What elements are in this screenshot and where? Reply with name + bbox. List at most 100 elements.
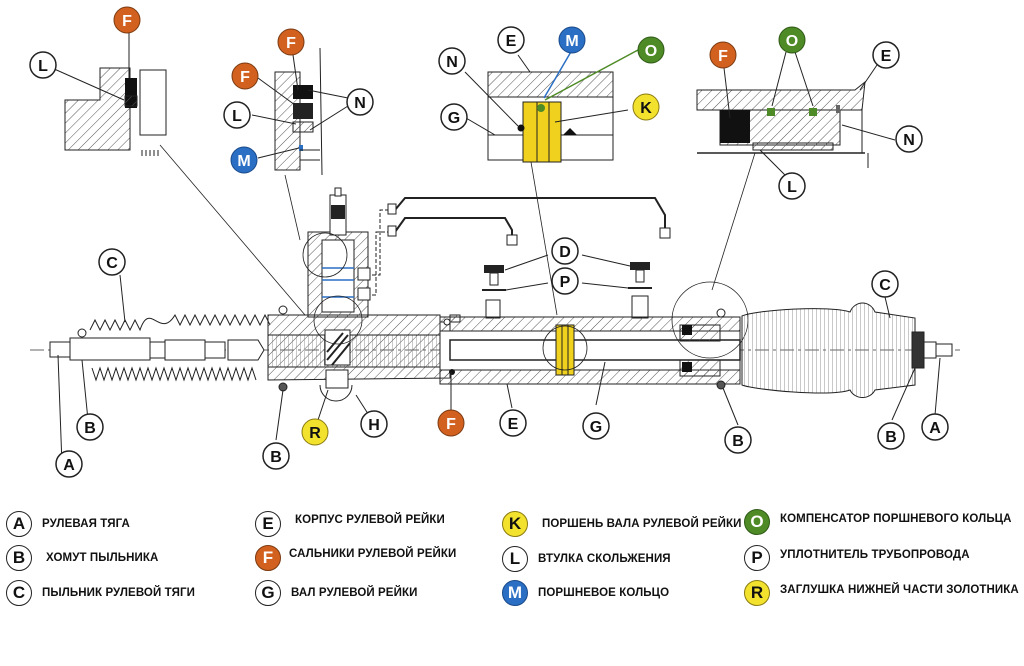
legend-item-k: K ПОРШЕНЬ ВАЛА РУЛЕВОЙ РЕЙКИ [502, 511, 742, 537]
legend-item-o: O КОМПЕНСАТОР ПОРШНЕВОГО КОЛЬЦА [744, 509, 1012, 535]
legend-label-f: САЛЬНИКИ РУЛЕВОЙ РЕЙКИ [289, 548, 457, 560]
svg-text:H: H [368, 417, 380, 434]
callout-A: A [921, 413, 949, 441]
legend-badge-c: C [6, 580, 32, 606]
svg-text:G: G [448, 110, 460, 127]
legend-label-b: ХОМУТ ПЫЛЬНИКА [46, 552, 159, 564]
legend-badge-m: M [502, 580, 528, 606]
legend-label-g: ВАЛ РУЛЕВОЙ РЕЙКИ [291, 587, 418, 599]
callout-L: L [778, 172, 806, 200]
svg-text:F: F [286, 35, 296, 52]
legend-label-a: РУЛЕВАЯ ТЯГА [42, 518, 130, 530]
svg-text:B: B [84, 420, 96, 437]
svg-text:B: B [885, 429, 897, 446]
legend-item-m: M ПОРШНЕВОЕ КОЛЬЦО [502, 580, 669, 606]
svg-text:E: E [506, 33, 517, 50]
svg-text:O: O [645, 43, 657, 60]
callout-C: C [98, 248, 126, 276]
callouts: F L F F N L M E M O N G K F O E N L C D … [29, 6, 949, 478]
callout-H: H [360, 410, 388, 438]
svg-text:R: R [309, 425, 321, 442]
legend-label-o: КОМПЕНСАТОР ПОРШНЕВОГО КОЛЬЦА [780, 513, 1012, 525]
svg-text:F: F [718, 48, 728, 65]
svg-text:F: F [446, 416, 456, 433]
legend-item-f: F САЛЬНИКИ РУЛЕВОЙ РЕЙКИ [255, 545, 456, 571]
callout-M: M [558, 26, 586, 54]
legend-badge-l: L [502, 546, 528, 572]
legend-item-l: L ВТУЛКА СКОЛЬЖЕНИЯ [502, 546, 671, 572]
svg-text:O: O [786, 33, 798, 50]
callout-G: G [582, 412, 610, 440]
svg-text:P: P [560, 274, 571, 291]
svg-text:M: M [237, 153, 250, 170]
main-assembly [30, 187, 960, 466]
legend-label-p: УПЛОТНИТЕЛЬ ТРУБОПРОВОДА [780, 549, 970, 561]
svg-text:D: D [559, 244, 571, 261]
callout-B: B [262, 442, 290, 470]
callout-M: M [230, 146, 258, 174]
svg-text:L: L [232, 108, 242, 125]
callout-E: E [872, 41, 900, 69]
steering-rack-diagram: F L F F N L M E M O N G K F O E N L C D … [29, 6, 960, 478]
svg-text:F: F [122, 13, 132, 30]
callout-O: O [778, 26, 806, 54]
legend-badge-r: R [744, 580, 770, 606]
callout-P: P [551, 267, 579, 295]
legend-label-m: ПОРШНЕВОЕ КОЛЬЦО [538, 587, 670, 599]
callout-F: F [709, 41, 737, 69]
legend-item-a: A РУЛЕВАЯ ТЯГА [6, 511, 130, 537]
svg-text:M: M [565, 33, 578, 50]
legend-item-c: C ПЫЛЬНИК РУЛЕВОЙ ТЯГИ [6, 580, 195, 606]
callout-L: L [29, 51, 57, 79]
callout-D: D [551, 237, 579, 265]
svg-text:G: G [590, 419, 602, 436]
callout-E: E [499, 409, 527, 437]
legend-badge-k: K [502, 511, 528, 537]
callout-A: A [55, 450, 83, 478]
svg-text:N: N [354, 95, 366, 112]
svg-text:C: C [106, 255, 118, 272]
svg-text:A: A [63, 457, 75, 474]
svg-text:B: B [732, 433, 744, 450]
legend-badge-a: A [6, 511, 32, 537]
legend-item-e: E КОРПУС РУЛЕВОЙ РЕЙКИ [255, 511, 445, 537]
detail-inset-seal [696, 51, 896, 291]
legend-item-g: G ВАЛ РУЛЕВОЙ РЕЙКИ [255, 580, 417, 606]
svg-text:C: C [879, 277, 891, 294]
callout-E: E [497, 26, 525, 54]
svg-text:N: N [903, 132, 915, 149]
callout-G: G [440, 103, 468, 131]
callout-F: F [437, 409, 465, 437]
legend-label-r: ЗАГЛУШКА НИЖНЕЙ ЧАСТИ ЗОЛОТНИКА [780, 584, 1019, 596]
callout-N: N [438, 47, 466, 75]
legend-item-p: P УПЛОТНИТЕЛЬ ТРУБОПРОВОДА [744, 545, 970, 571]
callout-F: F [231, 62, 259, 90]
callout-N: N [346, 88, 374, 116]
legend-item-b: B ХОМУТ ПЫЛЬНИКА [6, 545, 158, 571]
callout-C: C [871, 270, 899, 298]
callout-F: F [277, 28, 305, 56]
svg-text:F: F [240, 69, 250, 86]
callout-B: B [877, 422, 905, 450]
legend-badge-f: F [255, 545, 281, 571]
callout-F: F [113, 6, 141, 34]
legend-item-r: R ЗАГЛУШКА НИЖНЕЙ ЧАСТИ ЗОЛОТНИКА [744, 580, 1019, 606]
callout-K: K [632, 93, 660, 121]
callout-R: R [301, 418, 329, 446]
svg-text:N: N [446, 54, 458, 71]
svg-text:L: L [787, 179, 797, 196]
svg-text:B: B [270, 449, 282, 466]
detail-inset-left [51, 30, 306, 316]
svg-text:E: E [881, 48, 892, 65]
detail-inset-piston [464, 49, 639, 316]
svg-text:L: L [38, 58, 48, 75]
legend-badge-e: E [255, 511, 281, 537]
legend-label-k: ПОРШЕНЬ ВАЛА РУЛЕВОЙ РЕЙКИ [542, 518, 742, 530]
legend-label-l: ВТУЛКА СКОЛЬЖЕНИЯ [538, 553, 671, 565]
legend-badge-p: P [744, 545, 770, 571]
callout-L: L [223, 101, 251, 129]
legend-badge-g: G [255, 580, 281, 606]
callout-B: B [76, 413, 104, 441]
legend-label-e: КОРПУС РУЛЕВОЙ РЕЙКИ [295, 514, 445, 526]
legend-badge-o: O [744, 509, 770, 535]
